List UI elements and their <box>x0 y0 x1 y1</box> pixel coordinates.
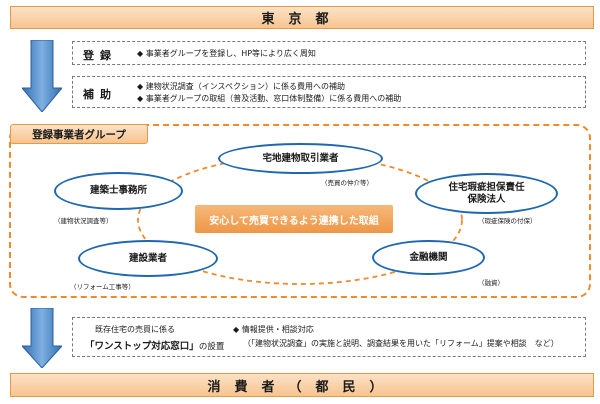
registration-bullet: ◆ 事業者グループを登録し、HP等により広く周知 <box>137 49 316 58</box>
node-real-estate: 宅地建物取引業者 <box>218 143 383 174</box>
bottom-header-label: 消費者（都民） <box>207 379 397 395</box>
registration-box: 登録 ◆ 事業者グループを登録し、HP等により広く周知 <box>72 41 586 65</box>
one-stop-emphasis: 「ワンストップ対応窓口」 <box>85 341 199 352</box>
node-architect-note: （建物状況調査等） <box>54 217 113 225</box>
one-stop-bullet-detail: （「建物状況調査」の実施と説明、調査結果を用いた「リフォーム」提案や相談 など） <box>243 339 559 348</box>
node-real-estate-label: 宅地建物取引業者 <box>262 152 339 164</box>
node-finance-note: （融資） <box>478 279 504 287</box>
top-header: 東京都 <box>10 6 594 29</box>
node-finance-label: 金融機関 <box>409 251 448 263</box>
node-construction-note: （リフォーム工事等） <box>70 283 135 291</box>
node-insurance: 住宅瑕疵担保責任 保険法人 <box>415 173 558 214</box>
group-container <box>9 124 591 298</box>
group-title-tab: 登録事業者グループ <box>10 124 148 144</box>
subsidy-bullet-1: ◆ 建物状況調査（インスペクション）に係る費用への補助 <box>137 82 345 91</box>
node-architect: 建築士事務所 <box>54 172 183 210</box>
node-architect-label: 建築士事務所 <box>89 185 147 196</box>
subsidy-label: 補助 <box>83 88 117 101</box>
node-insurance-label-1: 住宅瑕疵担保責任 <box>448 181 525 193</box>
top-header-label: 東京都 <box>261 12 343 27</box>
group-title: 登録事業者グループ <box>32 128 126 141</box>
down-arrow-icon <box>22 308 62 368</box>
subsidy-bullet-2: ◆ 事業者グループの取組（普及活動、窓口体制整備）に係る費用への補助 <box>137 94 402 103</box>
one-stop-line2-rest: の設置 <box>198 342 225 352</box>
down-arrow-icon <box>22 40 62 112</box>
registration-label: 登録 <box>83 49 117 62</box>
node-insurance-note: （瑕疵保険の付保） <box>478 217 537 225</box>
node-real-estate-note: （売買の仲介等） <box>321 179 373 187</box>
one-stop-bullet-title: ◆ 情報提供・相談対応 <box>233 325 314 334</box>
node-construction-label: 建設業者 <box>128 252 167 264</box>
center-initiative-box: 安心して売買できるよう連携した取組 <box>195 205 393 233</box>
one-stop-box: 既存住宅の売買に係る 「ワンストップ対応窓口」の設置 ◆ 情報提供・相談対応 （… <box>72 317 586 357</box>
one-stop-line2: 「ワンストップ対応窓口」の設置 <box>85 338 224 352</box>
bottom-header: 消費者（都民） <box>10 373 594 397</box>
subsidy-box: 補助 ◆ 建物状況調査（インスペクション）に係る費用への補助 ◆ 事業者グループ… <box>72 76 586 108</box>
node-construction: 建設業者 <box>78 240 218 277</box>
center-initiative-text: 安心して売買できるよう連携した取組 <box>209 215 379 227</box>
one-stop-line1: 既存住宅の売買に係る <box>95 325 175 334</box>
node-finance: 金融機関 <box>372 240 485 275</box>
node-insurance-label-2: 保険法人 <box>467 193 506 205</box>
